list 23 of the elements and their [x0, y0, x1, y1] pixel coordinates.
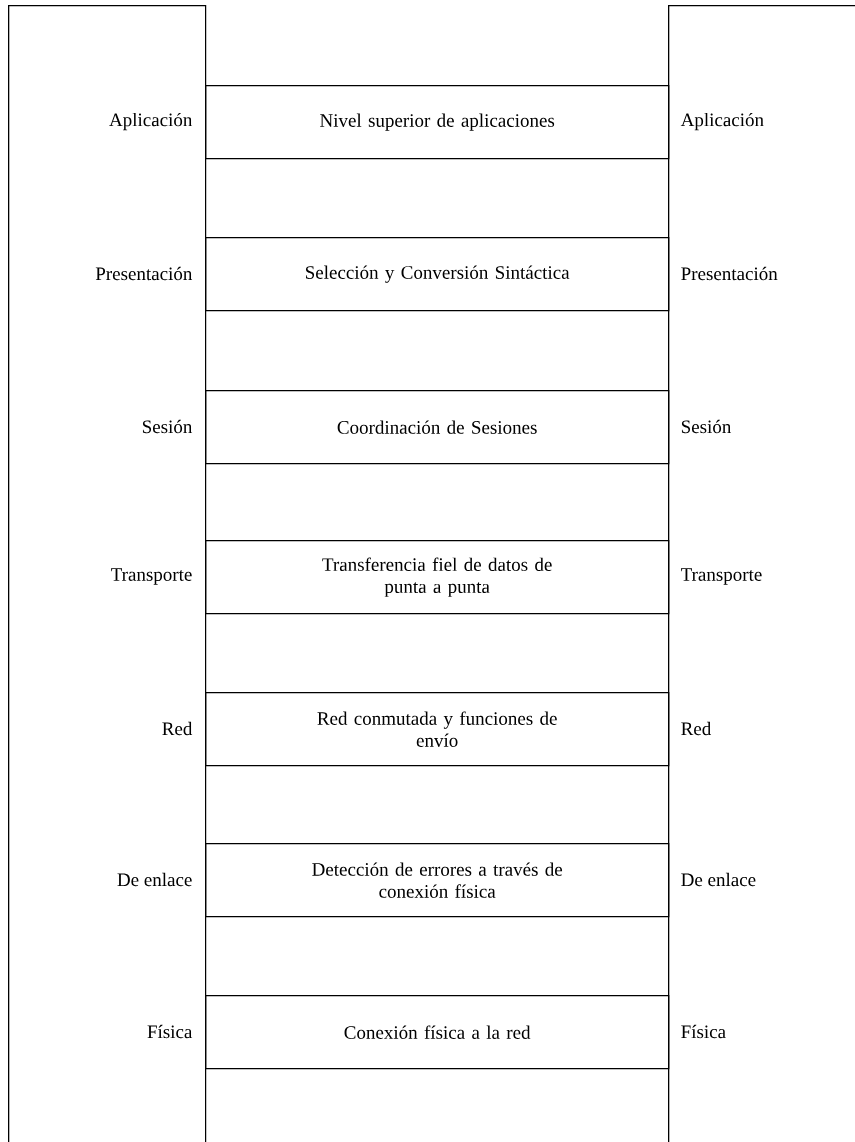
layer-column	[8, 5, 207, 1142]
layer-band: Selección y Conversión Sintáctica	[205, 237, 670, 312]
layer-name: De enlace	[681, 872, 756, 887]
layer-name: Transporte	[681, 568, 762, 585]
layer-name: Transporte	[111, 568, 192, 585]
layer-name: Sesión	[142, 419, 193, 434]
layer-band: Transferencia fiel de datos de punta a punta	[205, 540, 670, 615]
layer-band: Red conmutada y funciones de envío	[205, 692, 670, 767]
layer-band: Nivel superior de aplicaciones	[205, 85, 670, 160]
layer-name: De enlace	[117, 872, 192, 887]
layer-name: Red	[162, 721, 193, 736]
layer-band: Detección de errores a través de conexión física	[205, 843, 670, 918]
layer-name: Física	[147, 1024, 193, 1039]
layer-name: Red	[681, 721, 712, 736]
layer-band: Coordinación de Sesiones	[205, 390, 670, 465]
layer-column	[668, 5, 855, 1142]
layer-name: Presentación	[681, 266, 778, 281]
layer-name: Aplicación	[680, 112, 764, 131]
layer-name: Presentación	[95, 266, 193, 281]
layer-name: Aplicación	[109, 112, 193, 131]
layer-band: Conexión física a la red	[205, 995, 670, 1070]
layer-name: Física	[681, 1024, 726, 1039]
layer-name: Sesión	[681, 419, 732, 434]
